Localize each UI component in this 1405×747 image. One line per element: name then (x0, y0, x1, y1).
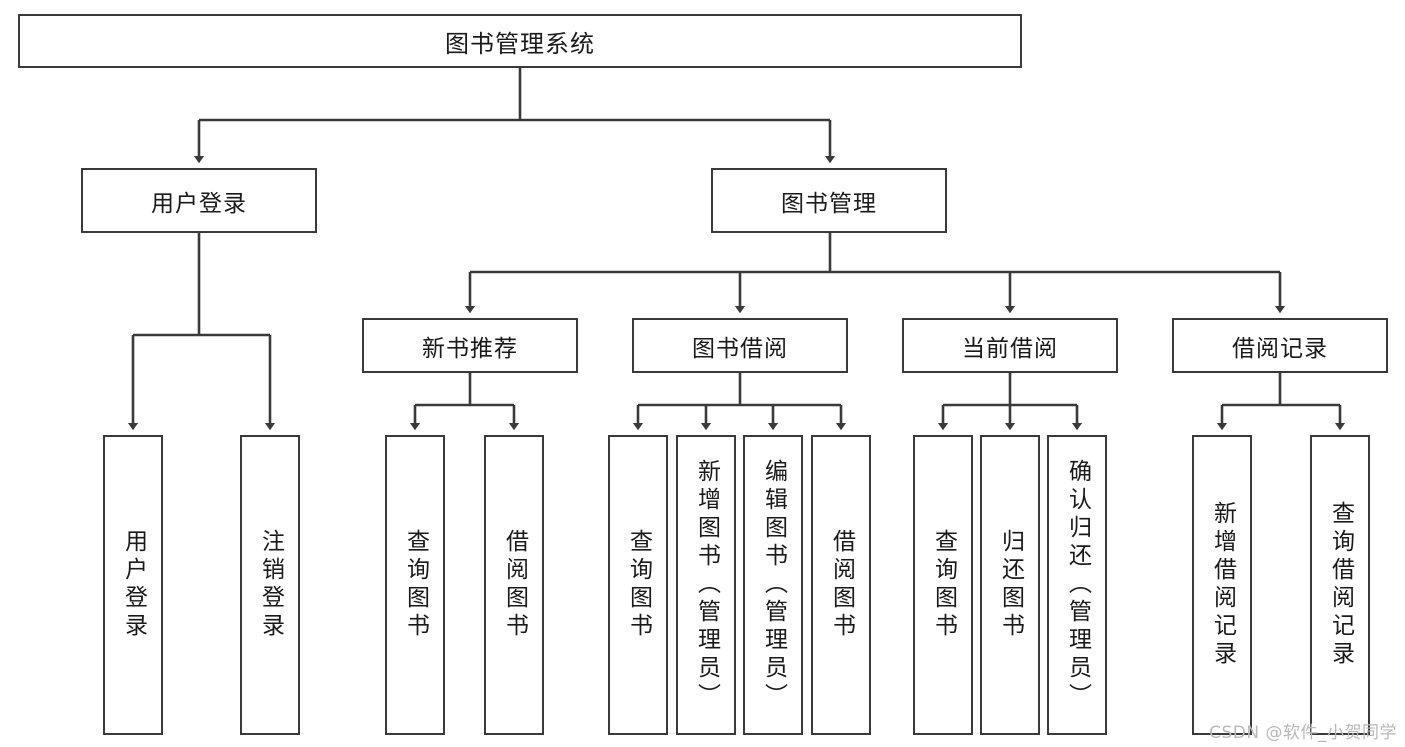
leaf-current-query-book-label: 查询图书 (930, 529, 957, 641)
node-current-borrowing[interactable]: 当前借阅 (902, 318, 1118, 373)
node-borrowing-record[interactable]: 借阅记录 (1172, 318, 1388, 373)
node-book-management-label: 图书管理 (781, 190, 877, 217)
leaf-user-login[interactable]: 用户登录 (103, 435, 163, 735)
node-root[interactable]: 图书管理系统 (18, 14, 1022, 68)
node-book-borrowing[interactable]: 图书借阅 (632, 318, 848, 373)
node-book-borrowing-label: 图书借阅 (692, 335, 788, 362)
leaf-user-logout[interactable]: 注销登录 (240, 435, 300, 735)
node-root-label: 图书管理系统 (445, 29, 595, 58)
leaf-borrow-query-book-label: 查询图书 (625, 529, 652, 641)
leaf-edit-book-admin-label: 编辑图书（管理员） (760, 459, 787, 711)
node-current-borrowing-label: 当前借阅 (962, 335, 1058, 362)
node-user-login-label: 用户登录 (151, 190, 247, 217)
leaf-recommend-borrow-book-label: 借阅图书 (501, 529, 528, 641)
leaf-query-borrowing-record[interactable]: 查询借阅记录 (1310, 435, 1370, 735)
node-new-book-recommendation[interactable]: 新书推荐 (362, 318, 578, 373)
leaf-recommend-query-book-label: 查询图书 (402, 529, 429, 641)
node-new-book-recommendation-label: 新书推荐 (422, 335, 518, 362)
leaf-user-login-label: 用户登录 (120, 529, 147, 641)
leaf-confirm-return-admin-label: 确认归还（管理员） (1064, 459, 1091, 711)
leaf-add-borrowing-record[interactable]: 新增借阅记录 (1192, 435, 1252, 735)
leaf-recommend-borrow-book[interactable]: 借阅图书 (484, 435, 544, 735)
leaf-query-borrowing-record-label: 查询借阅记录 (1327, 501, 1354, 669)
leaf-user-logout-label: 注销登录 (257, 529, 284, 641)
node-user-login[interactable]: 用户登录 (81, 168, 317, 233)
leaf-borrow-book-label: 借阅图书 (828, 529, 855, 641)
leaf-current-query-book[interactable]: 查询图书 (913, 435, 973, 735)
leaf-borrow-book[interactable]: 借阅图书 (811, 435, 871, 735)
leaf-confirm-return-admin[interactable]: 确认归还（管理员） (1047, 435, 1107, 735)
leaf-recommend-query-book[interactable]: 查询图书 (385, 435, 445, 735)
leaf-edit-book-admin[interactable]: 编辑图书（管理员） (743, 435, 803, 735)
leaf-borrow-query-book[interactable]: 查询图书 (608, 435, 668, 735)
leaf-add-book-admin-label: 新增图书（管理员） (693, 459, 720, 711)
leaf-add-book-admin[interactable]: 新增图书（管理员） (676, 435, 736, 735)
leaf-add-borrowing-record-label: 新增借阅记录 (1209, 501, 1236, 669)
node-book-management[interactable]: 图书管理 (711, 168, 947, 233)
leaf-return-book[interactable]: 归还图书 (980, 435, 1040, 735)
leaf-return-book-label: 归还图书 (997, 529, 1024, 641)
node-borrowing-record-label: 借阅记录 (1232, 335, 1328, 362)
